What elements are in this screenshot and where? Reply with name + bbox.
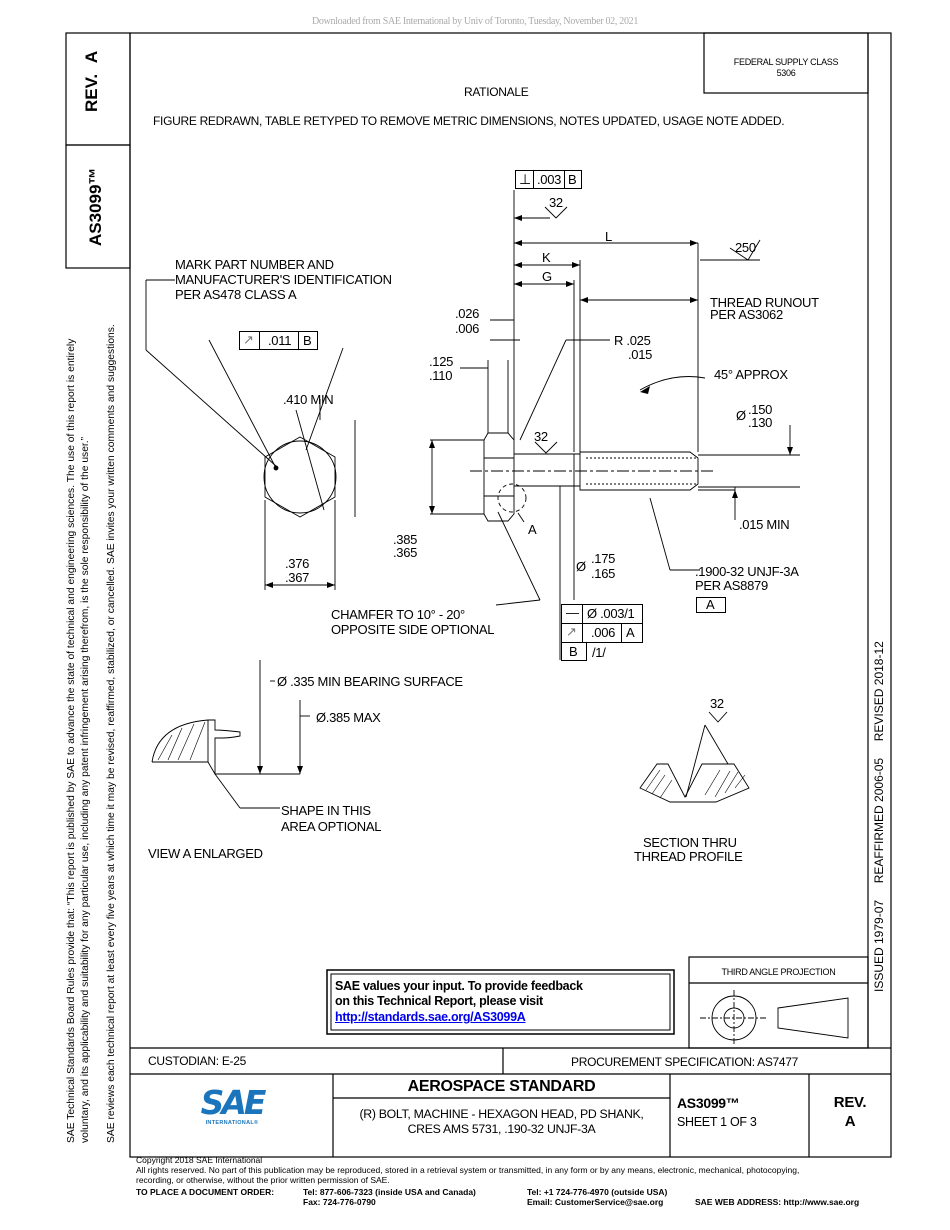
fcf-hex-datum: B xyxy=(303,333,312,348)
radius-2: .015 xyxy=(628,347,653,362)
dim-365: .365 xyxy=(393,545,418,560)
feedback-line2: on this Technical Report, please visit xyxy=(335,994,543,1008)
sae-logo-sub: INTERNATIONAL® xyxy=(205,1120,259,1126)
sae-logo: SAE INTERNATIONAL® xyxy=(196,1086,268,1136)
footer-fax: Fax: 724-776-0790 xyxy=(303,1197,376,1207)
custodian: CUSTODIAN: E-25 xyxy=(148,1054,246,1068)
title-rev-label: REV. xyxy=(833,1094,867,1111)
roughness-top: 32 xyxy=(549,195,563,210)
threaded-portion xyxy=(579,451,699,491)
fcf-runout2-datum: A xyxy=(626,625,635,640)
angle-45: 45° APPROX xyxy=(714,367,788,382)
thread-spec-2: PER AS8879 xyxy=(695,578,768,593)
datum-a: A xyxy=(706,597,715,612)
title-rev-value: A xyxy=(844,1113,856,1130)
dim-K: K xyxy=(542,250,551,265)
fcf-hex-box xyxy=(239,331,318,350)
title-doc-no: AS3099™ xyxy=(677,1095,740,1111)
thread-runout-2: PER AS3062 xyxy=(710,307,783,322)
shape-note-2: AREA OPTIONAL xyxy=(281,819,382,834)
dia-175: .175 xyxy=(591,551,616,566)
title-desc-2: CRES AMS 5731, .190-32 UNJF-3A xyxy=(407,1122,596,1136)
bearing-surface: Ø .335 MIN BEARING SURFACE xyxy=(277,674,463,689)
dim-376: .376 xyxy=(285,556,310,571)
fcf-runout2-value: .006 xyxy=(591,625,616,640)
fcf-runout2-symbol: ↗ xyxy=(566,624,577,639)
aerospace-standard: AEROSPACE STANDARD xyxy=(407,1078,596,1095)
thread-section xyxy=(639,763,750,803)
roughness-250: 250 xyxy=(735,240,756,255)
fcf-straight-symbol: — xyxy=(566,605,579,620)
feedback-line1: SAE values your input. To provide feedba… xyxy=(335,979,583,993)
footer-order-label: TO PLACE A DOCUMENT ORDER: xyxy=(136,1187,275,1197)
dia-165: .165 xyxy=(591,566,616,581)
dim-G: G xyxy=(542,269,552,284)
title-sheet: SHEET 1 OF 3 xyxy=(677,1115,757,1129)
dim-110: .110 xyxy=(429,368,453,383)
datum-b-box xyxy=(561,642,587,661)
third-angle-label: THIRD ANGLE PROJECTION xyxy=(721,967,836,977)
dia-175-symbol: Ø xyxy=(576,559,586,574)
fcf-top-box xyxy=(515,170,582,189)
roughness-mid: 32 xyxy=(534,429,548,444)
fcf-top-symbol: ⊥ xyxy=(519,171,531,187)
fcf-top-datum: B xyxy=(568,172,577,187)
roughness-section: 32 xyxy=(710,696,724,711)
footer-rights-1: All rights reserved. No part of this pub… xyxy=(136,1165,800,1175)
footer-rights-2: recording, or otherwise, without the pri… xyxy=(136,1175,390,1185)
dim-367: .367 xyxy=(285,570,310,585)
section-note-2: THREAD PROFILE xyxy=(634,849,743,864)
thread-spec-1: .1900-32 UNJF-3A xyxy=(695,564,799,579)
section-note-1: SECTION THRU xyxy=(643,835,737,850)
hex-head-view xyxy=(264,436,336,518)
fcf-top-value: .003 xyxy=(537,172,562,187)
footer-tel2: Tel: +1 724-776-4970 (outside USA) xyxy=(527,1187,668,1197)
fcf-hex-value: .011 xyxy=(268,333,292,348)
mark-note-3: PER AS478 CLASS A xyxy=(175,287,297,302)
fed-supply-line2: 5306 xyxy=(776,68,796,78)
datum-a-box xyxy=(696,597,726,613)
sae-logo-text: SAE xyxy=(200,1083,267,1122)
chamfer-note-1: CHAMFER TO 10° - 20° xyxy=(331,607,465,622)
min-015: .015 MIN xyxy=(739,517,790,532)
view-a-profile xyxy=(151,719,209,763)
fcf-runout2-box xyxy=(561,623,643,643)
download-header: Downloaded from SAE International by Uni… xyxy=(311,16,639,27)
thread-runout-1: THREAD RUNOUT xyxy=(710,295,819,310)
shape-note-1: SHAPE IN THIS xyxy=(281,803,371,818)
chamfer-note-2: OPPOSITE SIDE OPTIONAL xyxy=(331,622,495,637)
dim-026: .026 xyxy=(455,306,480,321)
view-a-label: VIEW A ENLARGED xyxy=(148,846,263,861)
procurement-spec: PROCUREMENT SPECIFICATION: AS7477 xyxy=(571,1055,799,1069)
min-410: .410 MIN xyxy=(283,392,334,407)
footer-copyright: Copyright 2018 SAE International xyxy=(136,1155,263,1165)
label-A: A xyxy=(528,522,537,537)
datum-b-note: /1/ xyxy=(592,645,606,660)
dim-125: .125 xyxy=(429,354,454,369)
dim-006: .006 xyxy=(455,321,480,336)
radius-1: R .025 xyxy=(614,333,651,348)
datum-b: B xyxy=(569,644,578,659)
dim-385: .385 xyxy=(393,532,418,547)
fed-supply-line1: FEDERAL SUPPLY CLASS xyxy=(733,57,839,67)
feedback-link[interactable]: http://standards.sae.org/AS3099A xyxy=(335,1010,526,1024)
dia-385-max: Ø.385 MAX xyxy=(316,710,381,725)
mark-note-2: MANUFACTURER'S IDENTIFICATION xyxy=(175,272,392,287)
footer-tel1: Tel: 877-606-7323 (inside USA and Canada… xyxy=(303,1187,476,1197)
dia-130: .130 xyxy=(748,415,773,430)
rationale-text: FIGURE REDRAWN, TABLE RETYPED TO REMOVE … xyxy=(153,114,785,128)
bolt-head-side xyxy=(483,432,515,522)
fcf-straight-value: Ø .003/1 xyxy=(587,606,635,621)
footer-email: Email: CustomerService@sae.org xyxy=(527,1197,664,1207)
dim-L: L xyxy=(605,229,612,244)
dia-150: .150 xyxy=(748,402,773,417)
title-desc-1: (R) BOLT, MACHINE - HEXAGON HEAD, PD SHA… xyxy=(359,1107,644,1121)
fcf-hex-symbol: ↗ xyxy=(243,332,254,347)
dia-150-symbol: Ø xyxy=(736,408,746,423)
rationale-heading: RATIONALE xyxy=(464,85,529,99)
mark-note-1: MARK PART NUMBER AND xyxy=(175,257,334,272)
footer-web: SAE WEB ADDRESS: http://www.sae.org xyxy=(695,1197,860,1207)
